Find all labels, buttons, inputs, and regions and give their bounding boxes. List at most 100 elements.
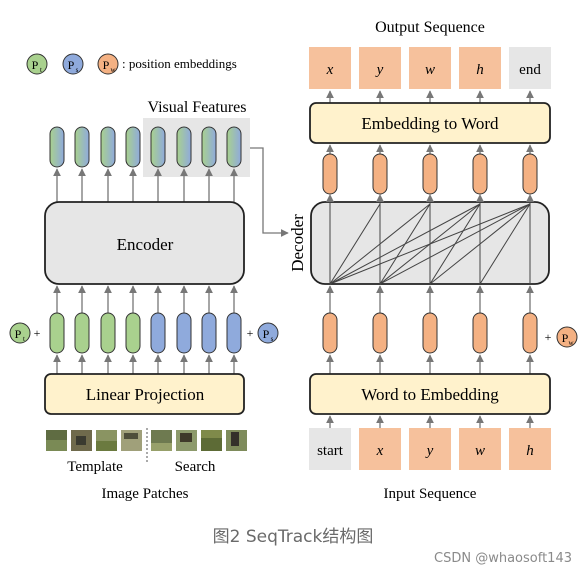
- legend: P t P s P w : position embeddings: [26, 53, 237, 75]
- input-token-box: [459, 428, 501, 470]
- image-patches-label: Image Patches: [101, 486, 188, 502]
- output-token-end: end: [519, 62, 541, 78]
- output-token-box: [409, 47, 451, 89]
- linear-projection-box: [44, 373, 245, 415]
- search-token: [150, 312, 166, 354]
- pw-side-badge: + P w: [545, 326, 578, 348]
- decoder-input-token: [422, 312, 438, 354]
- input-token-box-start: [309, 428, 351, 470]
- pw-plus: +: [545, 330, 552, 344]
- linear-projection-label: Linear Projection: [86, 385, 205, 404]
- w2e-to-token-arrows: [326, 354, 534, 374]
- ps-side-badge: + P s: [247, 322, 279, 344]
- encoder-output-token: [176, 126, 192, 168]
- features-to-decoder-arrow: [250, 147, 289, 237]
- pt-side-letter: P: [15, 327, 22, 341]
- decoder-output-token: [522, 153, 538, 195]
- pt-plus: +: [34, 326, 41, 340]
- search-token: [226, 312, 242, 354]
- input-tokens: start x y w h: [309, 428, 551, 470]
- template-token: [74, 312, 90, 354]
- output-token-x: x: [326, 62, 334, 78]
- decoder-output-token: [422, 153, 438, 195]
- output-token-w: w: [425, 62, 435, 78]
- encoder-output-token: [125, 126, 141, 168]
- encoder-output-token: [150, 126, 166, 168]
- pw-side-sub: w: [568, 339, 574, 347]
- token-to-e2w-arrows: [326, 144, 534, 154]
- template-token: [125, 312, 141, 354]
- decoder-input-token: [372, 312, 388, 354]
- input-token-start: start: [317, 443, 344, 459]
- output-tokens: x y w h end: [309, 47, 551, 89]
- decoder-input-tokens: [322, 312, 538, 354]
- template-label: Template: [67, 459, 123, 475]
- legend-ps-sub: s: [76, 66, 79, 74]
- encoder-output-token: [100, 126, 116, 168]
- decoder-output-token: [472, 153, 488, 195]
- decoder-input-token: [322, 312, 338, 354]
- template-token: [100, 312, 116, 354]
- legend-pt-sub: t: [40, 66, 42, 74]
- token-to-encoder-arrows: [53, 285, 238, 313]
- ps-plus: +: [247, 326, 254, 340]
- token-to-decoder-arrows: [326, 285, 534, 313]
- legend-pt-letter: P: [32, 58, 39, 72]
- input-token-box: [409, 428, 451, 470]
- encoder-box: [44, 201, 245, 285]
- template-token: [49, 312, 65, 354]
- decoder-causal-connections: [329, 196, 531, 285]
- pw-side-letter: P: [562, 331, 569, 345]
- encoder-output-tokens: [49, 126, 242, 168]
- input-token-x: x: [376, 443, 384, 459]
- decoder-output-token: [322, 153, 338, 195]
- input-token-box: [509, 428, 551, 470]
- projection-to-token-arrows: [53, 354, 238, 374]
- decoder-output-token: [372, 153, 388, 195]
- ps-side-sub: s: [271, 335, 274, 343]
- input-token-box: [359, 428, 401, 470]
- ps-side-letter: P: [263, 327, 270, 341]
- output-sequence-title: Output Sequence: [375, 19, 485, 36]
- decoder-input-token: [472, 312, 488, 354]
- output-token-box: [459, 47, 501, 89]
- legend-pw-sub: w: [110, 66, 116, 74]
- output-token-box-end: [509, 47, 551, 89]
- encoder-output-token: [74, 126, 90, 168]
- figure-caption: 图2 SeqTrack结构图: [213, 527, 374, 547]
- input-sequence-title: Input Sequence: [384, 486, 477, 502]
- encoder-input-tokens: [49, 312, 242, 354]
- output-token-h: h: [476, 62, 484, 78]
- input-token-y: y: [425, 443, 434, 459]
- input-to-w2e-arrows: [326, 415, 534, 428]
- encoder-output-token: [226, 126, 242, 168]
- input-token-w: w: [475, 443, 485, 459]
- legend-pw-badge: P w: [97, 53, 119, 75]
- word-to-embedding-label: Word to Embedding: [361, 385, 499, 404]
- input-token-h: h: [526, 443, 534, 459]
- encoder-output-token: [201, 126, 217, 168]
- search-token: [201, 312, 217, 354]
- output-token-y: y: [375, 62, 384, 78]
- encoder-label: Encoder: [117, 235, 174, 254]
- visual-features-label: Visual Features: [147, 99, 246, 116]
- output-token-box: [359, 47, 401, 89]
- decoder-output-tokens: [322, 153, 538, 195]
- decoder-input-token: [522, 312, 538, 354]
- legend-pw-letter: P: [103, 58, 110, 72]
- image-patches: [46, 428, 247, 462]
- legend-ps-letter: P: [68, 58, 75, 72]
- decoder-arrowheads: [326, 194, 534, 202]
- e2w-to-output-arrows: [326, 90, 534, 103]
- decoder-label: Decoder: [288, 214, 307, 272]
- pt-side-sub: t: [23, 335, 25, 343]
- search-token: [176, 312, 192, 354]
- watermark: CSDN @whaosoft143: [434, 551, 572, 566]
- search-label: Search: [175, 459, 216, 475]
- legend-text: : position embeddings: [122, 56, 237, 71]
- word-to-embedding-box: [309, 373, 551, 415]
- legend-ps-badge: P s: [62, 53, 84, 75]
- pt-side-badge: P t +: [9, 322, 41, 344]
- output-token-box: [309, 47, 351, 89]
